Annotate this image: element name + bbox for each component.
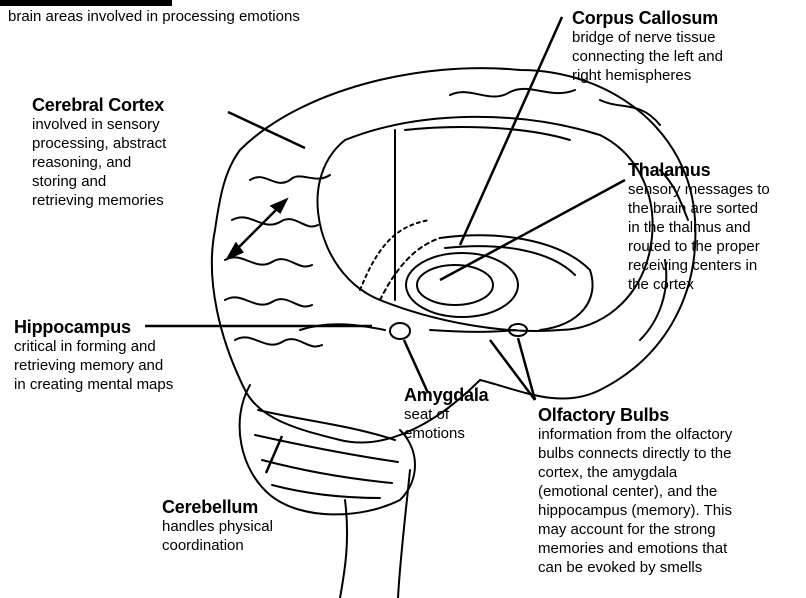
leader-cerebral-cortex [228, 112, 305, 148]
cerebellum-desc: handles physical coordination [162, 517, 273, 555]
thalamus-shape [406, 253, 518, 317]
leader-cerebellum [266, 436, 282, 473]
label-amygdala: Amygdala seat of emotions [404, 385, 488, 443]
label-cerebral-cortex: Cerebral Cortex involved in sensory proc… [32, 95, 166, 210]
label-olfactory-bulbs: Olfactory Bulbs information from the olf… [538, 405, 732, 577]
amygdala-desc: seat of emotions [404, 405, 488, 443]
label-corpus-callosum: Corpus Callosum bridge of nerve tissue c… [572, 8, 723, 85]
olfactory-tract [430, 330, 515, 332]
olfactory-bulbs-title: Olfactory Bulbs [538, 405, 732, 425]
label-thalamus: Thalamus sensory messages to the brain a… [628, 160, 770, 294]
cortex-double-arrow [232, 204, 282, 254]
cutaway-edge [318, 117, 653, 331]
label-cerebellum: Cerebellum handles physical coordination [162, 497, 273, 555]
amygdala-shape [390, 323, 410, 339]
cerebral-cortex-desc: involved in sensory processing, abstract… [32, 115, 166, 210]
corpus-callosum-desc: bridge of nerve tissue connecting the le… [572, 28, 723, 85]
hippocampus-title: Hippocampus [14, 317, 173, 337]
olfactory-bulbs-desc: information from the olfactory bulbs con… [538, 425, 732, 577]
leader-olfactory-1 [490, 340, 535, 400]
thalamus-title: Thalamus [628, 160, 770, 180]
thalamus-desc: sensory messages to the brain are sorted… [628, 180, 770, 294]
hippocampus-desc: critical in forming and retrieving memor… [14, 337, 173, 394]
cerebellum-title: Cerebellum [162, 497, 273, 517]
corpus-callosum-title: Corpus Callosum [572, 8, 723, 28]
amygdala-title: Amygdala [404, 385, 488, 405]
cerebral-cortex-title: Cerebral Cortex [32, 95, 166, 115]
leader-corpus-callosum [460, 17, 562, 245]
label-hippocampus: Hippocampus critical in forming and retr… [14, 317, 173, 394]
